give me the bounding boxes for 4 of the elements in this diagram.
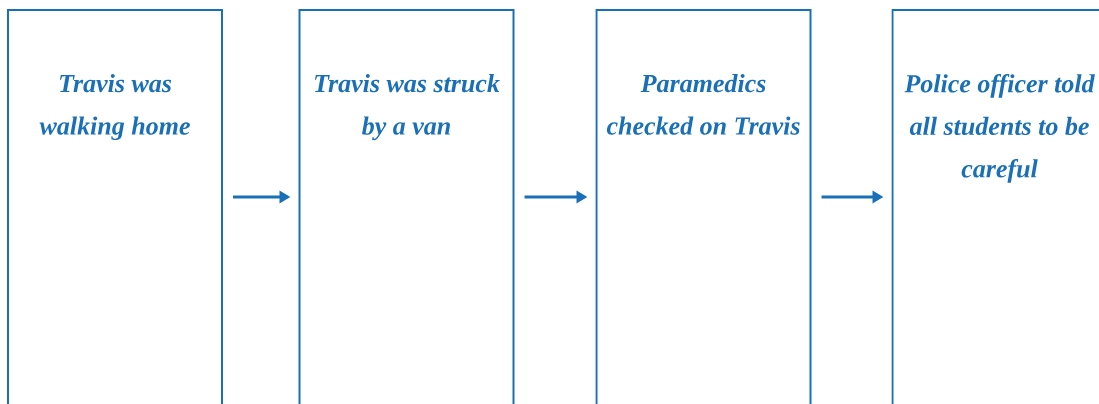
event-box: Travis was struck by a van xyxy=(298,9,515,404)
event-box: Paramedics checked on Travis xyxy=(595,9,812,404)
event-box: Police officer told all students to be careful xyxy=(891,9,1099,404)
event-box: Travis was walking home xyxy=(7,9,223,404)
